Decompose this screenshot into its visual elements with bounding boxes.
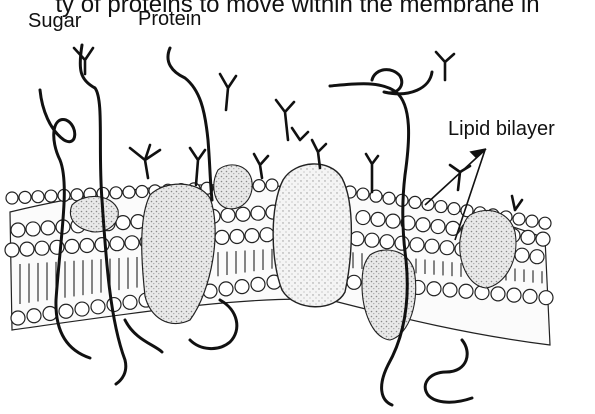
lipid-head <box>410 238 424 252</box>
lipid-head <box>443 283 457 297</box>
lipid-head <box>427 282 441 296</box>
lipid-head <box>251 206 265 220</box>
lipid-head <box>459 284 473 298</box>
lipid-head <box>65 239 79 253</box>
lipid-head <box>35 241 49 255</box>
lipid-head <box>215 230 229 244</box>
lipid-head <box>110 237 124 251</box>
lipid-head <box>431 220 445 234</box>
lipid-head <box>125 236 139 250</box>
lipid-head <box>530 250 544 264</box>
lipid-head <box>260 228 274 242</box>
lipid-head <box>221 208 235 222</box>
lipid-head <box>395 236 409 250</box>
lipid-head <box>20 242 34 256</box>
lipid-head <box>507 288 521 302</box>
lipid-head <box>515 248 529 262</box>
lipid-head <box>523 289 537 303</box>
lipid-head <box>253 180 265 192</box>
lipid-head <box>235 280 249 294</box>
lipid-head <box>539 217 551 229</box>
lipid-head <box>356 211 370 225</box>
lipid-head <box>27 309 41 323</box>
lipid-head <box>513 213 525 225</box>
lipid-head <box>251 277 265 291</box>
lipid-head <box>425 239 439 253</box>
lipid-head <box>11 311 25 325</box>
lipid-head <box>75 302 89 316</box>
integral-protein-large <box>273 164 351 307</box>
lipid-head <box>383 192 395 204</box>
lipid-head <box>491 287 505 301</box>
lipid-head <box>245 229 259 243</box>
lipid-head <box>380 235 394 249</box>
chain-protein <box>168 48 212 200</box>
lipid-head <box>91 300 105 314</box>
lipid-head <box>536 232 550 246</box>
lipid-head <box>32 191 44 203</box>
lipid-head <box>521 230 535 244</box>
lipid-head <box>230 230 244 244</box>
integral-protein-mid <box>214 165 252 209</box>
lipid-head <box>416 218 430 232</box>
lipid-head <box>266 179 278 191</box>
lipid-head <box>435 201 447 213</box>
lipid-head <box>371 212 385 226</box>
lipid-head <box>357 188 369 200</box>
lipid-head <box>236 207 250 221</box>
lipid-head <box>26 222 40 236</box>
lipid-head <box>219 282 233 296</box>
lipid-head <box>45 190 57 202</box>
chain-loop-right <box>372 70 432 94</box>
chain-bottom-right <box>425 340 472 402</box>
lipid-head <box>110 187 122 199</box>
lipid-head <box>6 192 18 204</box>
lipid-head <box>386 214 400 228</box>
lipid-head <box>123 295 137 309</box>
lipid-head <box>19 191 31 203</box>
lipid-head <box>350 232 364 246</box>
lipid-head <box>136 186 148 198</box>
chain-bottom-left <box>125 320 162 352</box>
lipid-head <box>123 186 135 198</box>
lipid-head <box>440 241 454 255</box>
lipid-head <box>5 243 19 257</box>
lipid-head <box>80 239 94 253</box>
lipid-head <box>448 203 460 215</box>
lipid-head <box>41 221 55 235</box>
lipid-head <box>539 291 553 305</box>
lipid-head <box>422 198 434 210</box>
lipid-head <box>365 233 379 247</box>
lipid-head <box>59 304 73 318</box>
lipid-head <box>347 275 361 289</box>
lipid-head <box>11 223 25 237</box>
lipid-head <box>526 215 538 227</box>
lipid-head <box>409 196 421 208</box>
